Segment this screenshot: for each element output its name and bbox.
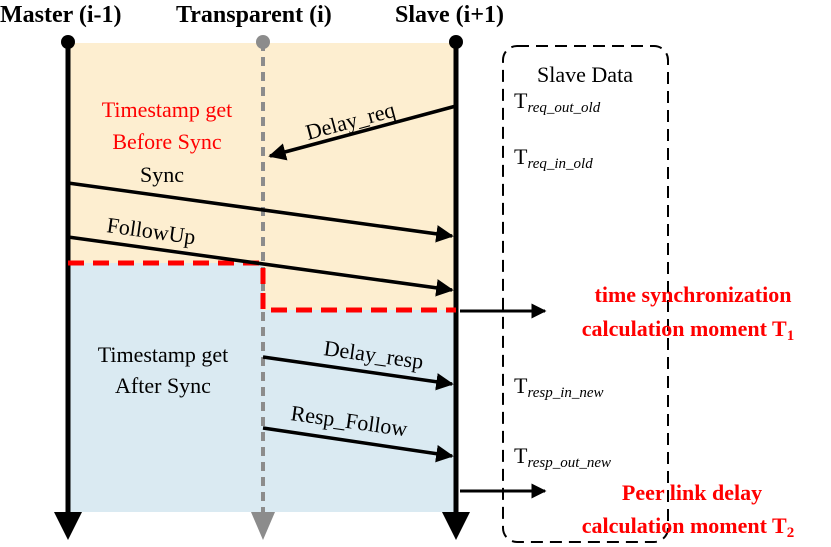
sync-moment-label-2: calculation moment T1 [582,316,794,344]
after-sync-label-2: After Sync [115,373,211,398]
slave-data-entry-resp-out: Tresp_out_new [514,443,611,471]
peer-moment-label-2: calculation moment T2 [582,513,794,541]
before-sync-label-2: Before Sync [112,129,222,154]
before-sync-label-1: Timestamp get [102,97,233,122]
slave-data-entry-req-out: Treq_out_old [514,88,601,116]
delay-resp-arrow [262,355,454,391]
slave-data-box [502,45,669,543]
sync-moment-index: 1 [787,328,795,344]
sync-arrow [67,181,454,243]
master-timeline [54,35,82,540]
followup-arrow [67,235,454,297]
master-header: Master (i-1) [0,2,122,28]
slave-timeline [442,35,470,540]
peer-moment-index: 2 [787,525,795,541]
before-sync-region [68,43,456,310]
delay-req-arrow [268,104,457,161]
transparent-header: Transparent (i) [176,2,332,28]
slave-data-title: Slave Data [537,62,633,87]
slave-data-entry-resp-in: Tresp_in_new [514,373,604,401]
resp-follow-arrow [262,426,454,463]
slave-header: Slave (i+1) [395,2,504,28]
after-sync-label-1: Timestamp get [98,342,229,367]
slave-data-entry-req-in: Treq_in_old [514,144,593,172]
transparent-timeline [251,35,275,540]
peer-moment-label-1: Peer link delay [622,480,762,505]
sync-label: Sync [140,162,184,187]
sync-boundary-line [68,260,456,313]
sync-moment-label-1: time synchronization [595,282,792,307]
